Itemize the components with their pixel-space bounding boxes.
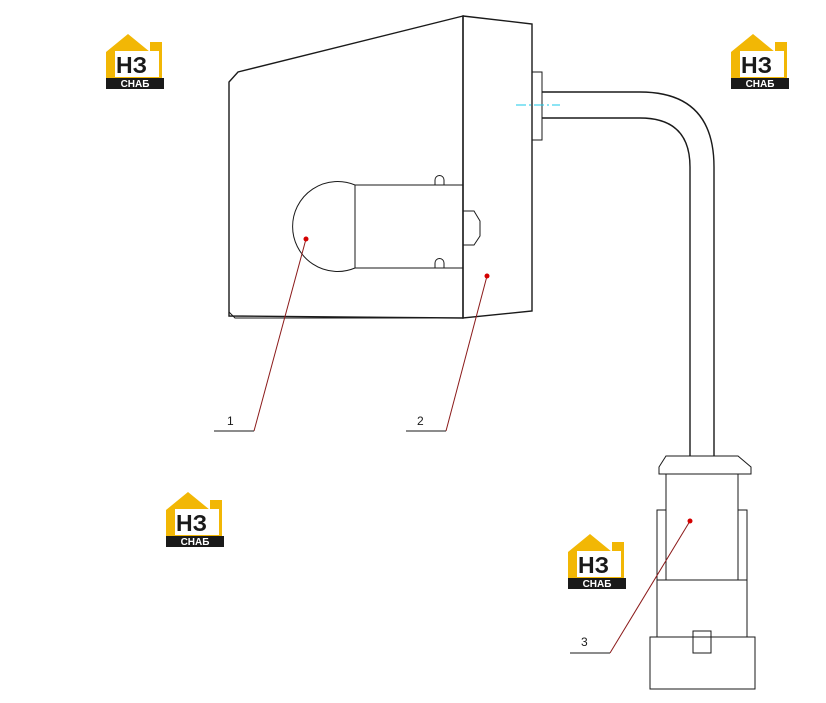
leader-1 [253, 238, 307, 432]
clamp-side-left [656, 509, 667, 581]
housing-bottom-edge [228, 311, 463, 319]
arm-inner-wall [542, 117, 691, 456]
leader-3 [609, 520, 691, 654]
clamp-body [665, 474, 739, 581]
watermark-logo: НЗ СНАБ [164, 490, 226, 548]
callout-label-2: 2 [417, 414, 424, 428]
clamp-cap [658, 455, 752, 475]
logo-caption: СНАБ [583, 579, 612, 590]
bulb-base [354, 184, 464, 269]
bulb-pin-top [434, 175, 445, 185]
bulb-pin-bottom [434, 258, 445, 268]
bulb [292, 175, 481, 272]
clamp-bolt [692, 630, 712, 654]
watermark-logo: НЗ СНАБ [729, 32, 791, 90]
logo-letters: НЗ [741, 52, 772, 78]
bulb-globe [292, 181, 356, 272]
mount-plate [531, 71, 543, 141]
logo-letters: НЗ [578, 552, 609, 578]
arm-outer-wall [542, 91, 715, 456]
logo-letters: НЗ [176, 510, 207, 536]
clamp-assembly [649, 455, 756, 690]
bulb-contact [463, 210, 481, 246]
watermark-logo: НЗ СНАБ [104, 32, 166, 90]
logo-caption: СНАБ [121, 79, 150, 90]
marker-dot-3 [687, 518, 693, 524]
housing-side-face [228, 15, 464, 319]
logo-caption: СНАБ [746, 79, 775, 90]
leader-2 [445, 275, 488, 432]
logo-letters: НЗ [116, 52, 147, 78]
clamp-foot [649, 636, 756, 690]
clamp-side-right [737, 509, 748, 581]
marker-dot-2 [484, 273, 490, 279]
watermark-logo: НЗ СНАБ [566, 532, 628, 590]
clamp-lower-block [656, 579, 748, 638]
callout-label-3: 3 [581, 635, 588, 649]
logo-caption: СНАБ [181, 537, 210, 548]
housing-front-face [462, 15, 533, 319]
marker-dot-1 [303, 236, 309, 242]
callout-label-1: 1 [227, 414, 234, 428]
